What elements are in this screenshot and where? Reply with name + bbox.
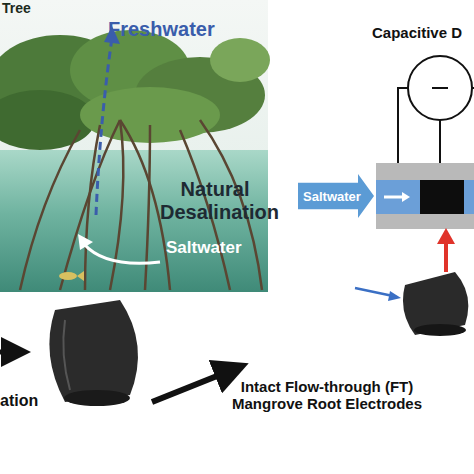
device-title: Capacitive D (372, 24, 474, 41)
pointer-arrow (355, 288, 393, 296)
insert-arrow (444, 240, 448, 272)
mangrove-foliage (0, 30, 270, 150)
step-label: Intact Flow-through (FT) Mangrove Root E… (214, 378, 440, 413)
arrow-shape-node: Saltwater (298, 174, 374, 218)
cell-housing (376, 163, 474, 229)
carbonized-root (49, 300, 138, 406)
flow-label: Saltwater (166, 238, 266, 258)
arrow-head (78, 234, 93, 250)
flow-channel (376, 180, 474, 214)
electrode-block (420, 180, 464, 214)
block-arrow-shape (298, 174, 374, 218)
node-text: Saltwater (303, 189, 369, 204)
wire (398, 88, 408, 165)
power-source-symbol (408, 56, 472, 120)
flow-arrow (384, 196, 404, 199)
electrode-cylinder (403, 272, 468, 336)
saltwater-flow-arrow (84, 244, 160, 263)
process-label: Natural Desalination (160, 178, 270, 224)
process-arrow (0, 350, 16, 355)
freshwater-flow-arrow (96, 38, 112, 215)
process-arrow (152, 370, 232, 402)
arrow-head (437, 228, 455, 244)
flow-label: Freshwater (108, 18, 248, 41)
photo-title: Tree (2, 0, 62, 16)
arrow-head (388, 291, 401, 301)
arrow-head (402, 192, 410, 202)
wire (472, 87, 474, 89)
minus-sign (432, 87, 448, 89)
step-label: ation (0, 392, 60, 410)
wire (439, 120, 441, 165)
fish (59, 271, 84, 281)
